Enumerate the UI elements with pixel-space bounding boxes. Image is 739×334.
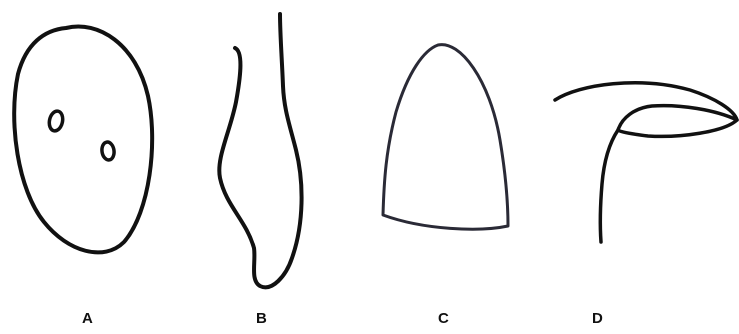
panel-d-top-arc bbox=[555, 83, 737, 120]
panel-c-shape bbox=[383, 45, 508, 230]
panel-c-outline bbox=[383, 45, 508, 230]
panel-label-d: D bbox=[592, 311, 603, 326]
panel-a-ring-lower bbox=[101, 141, 115, 160]
panel-d-head bbox=[618, 106, 737, 137]
panel-d-stem bbox=[600, 130, 618, 242]
panel-a-oval bbox=[14, 26, 152, 252]
panel-b-shape bbox=[219, 14, 301, 287]
panel-b-outline bbox=[219, 14, 301, 287]
panel-a-ring-upper bbox=[48, 110, 65, 132]
panel-label-b: B bbox=[256, 311, 267, 326]
panel-label-c: C bbox=[438, 311, 449, 326]
panel-a-shape bbox=[14, 26, 152, 252]
panel-label-a: A bbox=[82, 311, 93, 326]
panel-d-shape bbox=[555, 83, 737, 242]
